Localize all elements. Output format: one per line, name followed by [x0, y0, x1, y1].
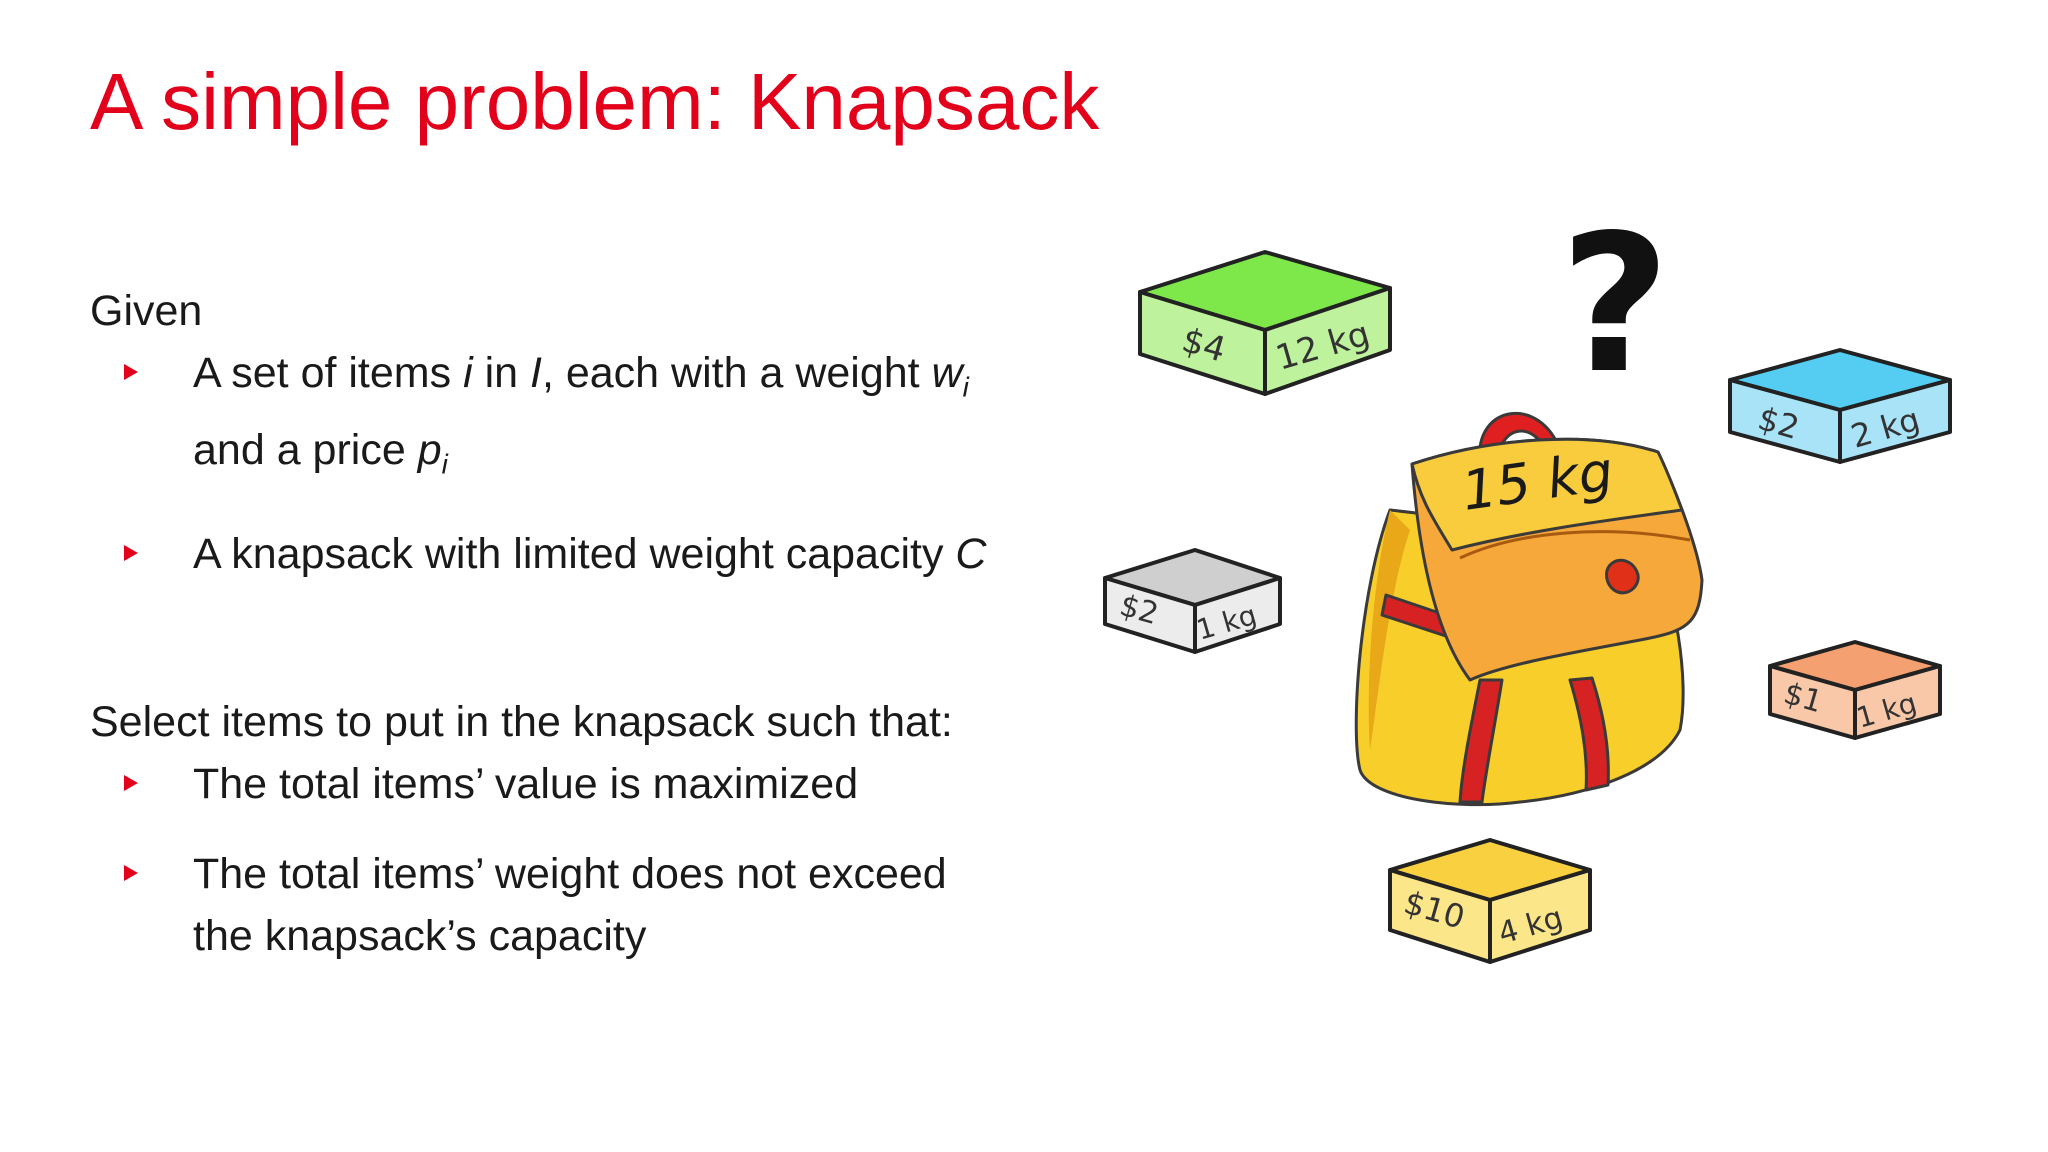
- select-list: The total items’ value is maximized The …: [90, 753, 990, 967]
- question-mark-icon: ?: [1560, 210, 1670, 415]
- knapsack-illustration: ? 15 kg $4: [1090, 194, 1970, 990]
- given-heading: Given: [90, 287, 203, 335]
- given-list: A set of items i in I, each with a weigh…: [90, 342, 990, 585]
- item-box-grey: [1103, 548, 1282, 654]
- select-heading: Select items to put in the knapsack such…: [90, 698, 953, 747]
- slide-title: A simple problem: Knapsack: [90, 57, 1100, 146]
- item-box-blue: [1728, 348, 1952, 464]
- bullet-arrow-icon: [124, 775, 138, 792]
- select-bullet-value: The total items’ value is maximized: [90, 753, 990, 815]
- item-box-green: [1138, 250, 1392, 396]
- item-box-yellow: [1388, 838, 1592, 964]
- bullet-arrow-icon: [124, 545, 138, 562]
- bullet-arrow-icon: [124, 865, 138, 882]
- item-box-orange: [1768, 640, 1942, 740]
- select-bullet-weight: The total items’ weight does not exceed …: [90, 843, 990, 967]
- given-bullet-items: A set of items i in I, each with a weigh…: [90, 342, 990, 495]
- bullet-arrow-icon: [124, 364, 138, 380]
- knapsack-icon: [1354, 412, 1704, 807]
- slide-body: Given A set of items i in I, each with a…: [90, 280, 990, 967]
- knapsack-figure-svg: ? 15 kg $4: [1103, 194, 1952, 964]
- given-bullet-knapsack: A knapsack with limited weight capacity …: [90, 523, 990, 585]
